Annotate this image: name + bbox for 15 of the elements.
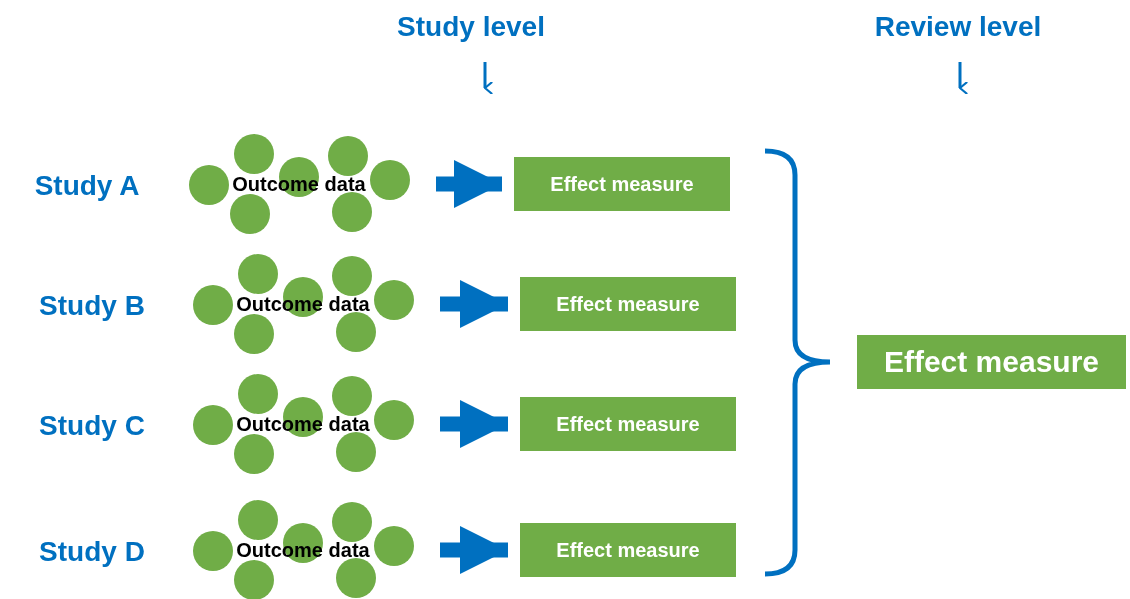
arrow <box>440 400 508 448</box>
study-label: Study C <box>39 410 145 442</box>
study-label: Study A <box>34 170 140 202</box>
study-label: Study D <box>39 536 145 568</box>
effect-measure-box: Effect measure <box>857 335 1126 389</box>
arrow <box>436 160 502 208</box>
arrow <box>440 280 508 328</box>
column-heading: Review level <box>874 11 1042 43</box>
effect-measure-box: Effect measure <box>520 277 736 331</box>
effect-measure-box: Effect measure <box>520 397 736 451</box>
column-heading: Study level <box>397 11 545 43</box>
arrow <box>440 526 508 574</box>
effect-measure-box: Effect measure <box>520 523 736 577</box>
effect-measure-box: Effect measure <box>514 157 730 211</box>
study-label: Study B <box>39 290 145 322</box>
